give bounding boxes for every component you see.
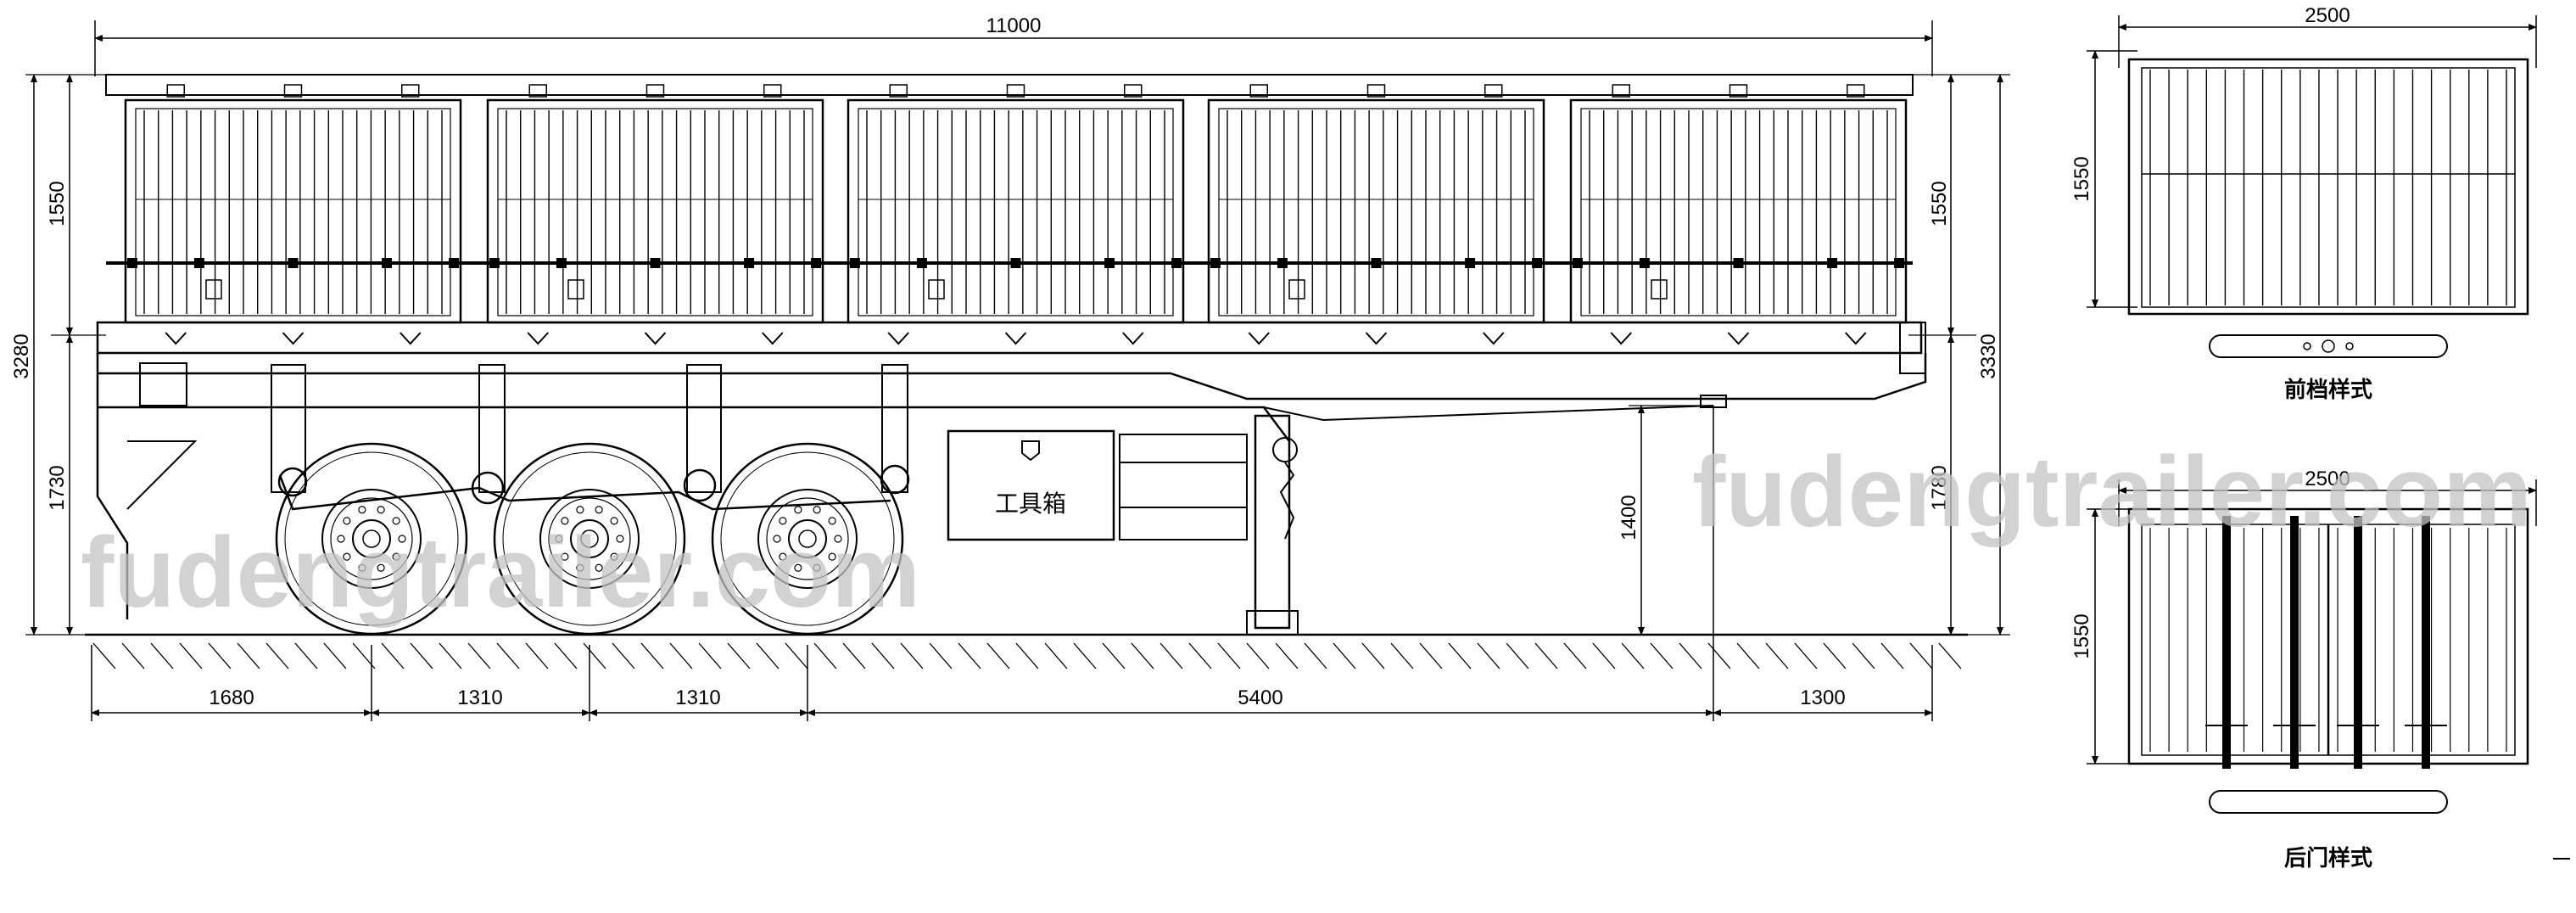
- toolbox: 工具箱: [947, 429, 1115, 541]
- chassis-frame: [96, 322, 1927, 619]
- dim-rear-overhang: 1680: [209, 686, 254, 709]
- left-deck-height-label: 1730: [46, 465, 69, 510]
- lock-bar-4: [2405, 516, 2447, 769]
- kingpin-height-label: 1400: [1618, 495, 1640, 540]
- rear-height-label: 1550: [2070, 613, 2093, 658]
- wheel-3: [711, 442, 904, 636]
- rear-door-lock-bars: [2205, 516, 2447, 769]
- lock-bar-1: [2205, 516, 2248, 769]
- side-panel-2: [486, 84, 824, 345]
- wheel-2: [493, 442, 686, 636]
- dim-axle-to-kingpin: 5400: [1238, 686, 1282, 709]
- rear-view: 2500 1550 后门样式: [2070, 468, 2570, 871]
- landing-gear: [1119, 414, 1299, 636]
- right-total-height-label: 3330: [1977, 333, 2000, 378]
- overall-length-dimension: 11000: [94, 14, 1933, 76]
- overall-length-label: 11000: [986, 14, 1042, 37]
- side-panel-5: [1569, 84, 1908, 345]
- wheels: [275, 442, 904, 636]
- tail-light-box: [139, 362, 187, 406]
- lock-bar-3: [2337, 516, 2379, 769]
- right-panel-height-label: 1550: [1928, 181, 1951, 226]
- suspension: [271, 364, 910, 511]
- dim-axle-spacing-2: 1310: [675, 686, 720, 709]
- ground-hatching: [85, 633, 1968, 669]
- landing-leg: [1254, 414, 1291, 630]
- rear-bumper: [2209, 790, 2448, 814]
- top-rail: [105, 74, 1914, 96]
- rear-width-label: 2500: [2305, 468, 2350, 490]
- front-view: 2500 1550 前档样式: [2070, 4, 2537, 403]
- front-view-caption: 前档样式: [2284, 377, 2372, 403]
- side-view: 11000 3280 1550 1730 1550 1780 3330: [10, 14, 2010, 721]
- lock-bar-2: [2273, 516, 2316, 769]
- watermark-left: fudengtrailer.com: [81, 517, 920, 629]
- front-panel-frame: [2127, 58, 2529, 316]
- bottom-dimensions: 1680 1310 1310 5400 1300: [91, 645, 1933, 721]
- left-height-dimensions: 3280 1550 1730: [10, 74, 106, 636]
- rear-view-caption: 后门样式: [2284, 845, 2372, 871]
- front-height-label: 1550: [2070, 156, 2093, 201]
- kingpin: [1700, 395, 1727, 408]
- bottom-rail: [96, 321, 1923, 355]
- front-corner-plate: [1899, 322, 1926, 374]
- left-panel-height-label: 1550: [46, 181, 69, 226]
- front-bumper: [2209, 334, 2448, 358]
- right-deck-height-label: 1780: [1928, 465, 1951, 510]
- side-panels: [124, 84, 1908, 345]
- side-panel-1: [124, 84, 462, 345]
- crank-handle: [1272, 437, 1298, 462]
- rear-door-frame: [2127, 507, 2529, 765]
- front-width-label: 2500: [2305, 4, 2350, 27]
- front-panel-slats: [2149, 70, 2507, 305]
- right-height-dimensions: 1550 1780 3330: [1908, 74, 2010, 636]
- dim-axle-spacing-1: 1310: [457, 686, 502, 709]
- side-panel-4: [1207, 84, 1545, 345]
- left-total-height-label: 3280: [10, 333, 33, 378]
- dim-front-overhang: 1300: [1800, 686, 1845, 709]
- side-panel-3: [847, 84, 1185, 345]
- watermark-right: fudengtrailer.com: [1692, 436, 2532, 548]
- toolbox-label: 工具箱: [995, 490, 1066, 518]
